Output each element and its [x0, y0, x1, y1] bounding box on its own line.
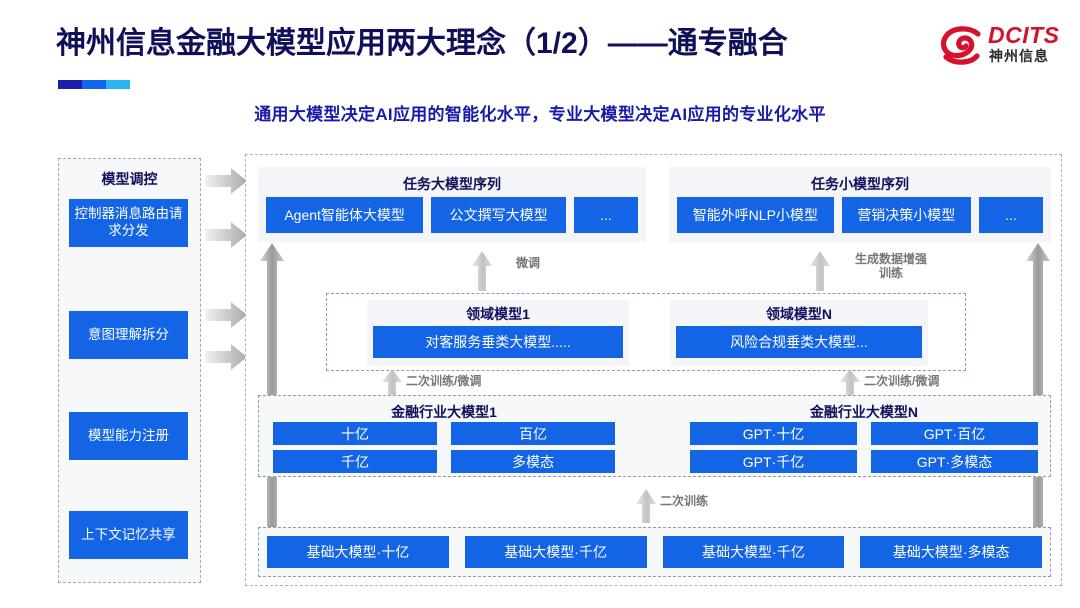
base-model-3[interactable]: 基础大模型·千亿 — [662, 536, 845, 568]
model-control-column: 模型调控 控制器消息路由请求分发 意图理解拆分 模型能力注册 上下文记忆共享 — [58, 158, 201, 583]
task-small-model-sequence-title: 任务小模型序列 — [811, 176, 909, 192]
industry-n-cell-1[interactable]: GPT·十亿 — [690, 422, 857, 445]
right-arrow-icon-3 — [205, 302, 247, 328]
accent-bar — [58, 80, 130, 89]
domain-model-n-title: 领域模型N — [765, 306, 833, 322]
task-model-outbound-nlp[interactable]: 智能外呼NLP小模型 — [677, 197, 834, 233]
accent-segment-1 — [58, 80, 82, 89]
page-subtitle: 通用大模型决定AI应用的智能化水平，专业大模型决定AI应用的专业化水平 — [254, 105, 826, 124]
dcits-logo: DCITS 神州信息 — [940, 20, 1070, 76]
industry-model-1: 金融行业大模型1 十亿 百亿 千亿 多模态 — [269, 400, 619, 474]
domain-model-1-title: 领域模型1 — [466, 306, 530, 322]
industry-1-cell-1[interactable]: 十亿 — [273, 422, 437, 445]
logo-text-en: DCITS — [988, 22, 1060, 48]
arrow-label-data-augmentation: 生成数据增强 训练 — [854, 252, 927, 280]
up-arrow-icon-retrain-left — [382, 369, 402, 395]
industry-1-cell-2[interactable]: 百亿 — [451, 422, 615, 445]
accent-segment-3 — [106, 80, 130, 89]
industry-1-cell-4[interactable]: 多模态 — [451, 450, 615, 473]
domain-model-n: 领域模型N 风险合规垂类大模型... — [670, 300, 928, 366]
page-header: 神州信息金融大模型应用两大理念（1/2）——通专融合 通用大模型决定AI应用的智… — [0, 0, 1080, 140]
up-arrow-icon-outer-right — [1026, 243, 1050, 531]
task-model-marketing-decision[interactable]: 营销决策小模型 — [841, 197, 972, 233]
accent-segment-2 — [82, 80, 106, 89]
task-model-document-writing[interactable]: 公文撰写大模型 — [431, 197, 566, 233]
control-item-capability-registry[interactable]: 模型能力注册 — [69, 412, 188, 460]
logo-swirl-icon — [940, 26, 981, 65]
architecture-diagram: 模型调控 控制器消息路由请求分发 意图理解拆分 模型能力注册 上下文记忆共享 任… — [0, 140, 1080, 608]
industry-model-1-title: 金融行业大模型1 — [391, 404, 497, 420]
page-title: 神州信息金融大模型应用两大理念（1/2）——通专融合 — [56, 27, 788, 60]
industry-model-group: 金融行业大模型1 十亿 百亿 千亿 多模态 金融行业大模型N GPT·十亿 GP… — [258, 395, 1051, 477]
up-arrow-icon-retrain-right — [840, 369, 860, 395]
task-model-agent[interactable]: Agent智能体大模型 — [266, 197, 424, 233]
control-item-controller-routing[interactable]: 控制器消息路由请求分发 — [69, 199, 188, 247]
base-model-1[interactable]: 基础大模型·十亿 — [267, 536, 449, 568]
control-item-context-memory[interactable]: 上下文记忆共享 — [69, 511, 188, 559]
domain-model-1-item[interactable]: 对客服务垂类大模型..... — [373, 326, 623, 358]
arrow-label-retrain-base: 二次训练 — [660, 494, 709, 508]
control-item-intent-parsing[interactable]: 意图理解拆分 — [69, 311, 188, 359]
arrow-label-retrain-right: 二次训练/微调 — [864, 374, 940, 388]
base-model-2[interactable]: 基础大模型·千亿 — [464, 536, 647, 568]
arrow-label-fine-tune: 微调 — [515, 256, 540, 270]
base-model-4[interactable]: 基础大模型·多模态 — [860, 536, 1042, 568]
industry-n-cell-3[interactable]: GPT·千亿 — [690, 450, 857, 473]
base-model-group: 基础大模型·十亿 基础大模型·千亿 基础大模型·千亿 基础大模型·多模态 — [258, 527, 1051, 577]
domain-model-n-item[interactable]: 风险合规垂类大模型... — [676, 326, 922, 358]
model-control-title: 模型调控 — [101, 171, 158, 187]
task-large-model-sequence: 任务大模型序列 Agent智能体大模型 公文撰写大模型 ... — [258, 167, 646, 242]
up-arrow-icon-data-aug — [810, 251, 830, 291]
up-arrow-icon-fine-tune — [472, 251, 492, 291]
arrow-label-retrain-left: 二次训练/微调 — [406, 374, 482, 388]
domain-model-1: 领域模型1 对客服务垂类大模型..... — [367, 300, 629, 366]
industry-1-cell-3[interactable]: 千亿 — [273, 450, 437, 473]
task-model-more[interactable]: ... — [574, 197, 638, 233]
up-arrow-icon-retrain-base — [636, 489, 656, 523]
logo-text-cn: 神州信息 — [989, 48, 1049, 64]
task-large-model-sequence-title: 任务大模型序列 — [403, 176, 501, 192]
industry-model-n: 金融行业大模型N GPT·十亿 GPT·百亿 GPT·千亿 GPT·多模态 — [686, 400, 1042, 474]
right-arrow-icon-4 — [205, 344, 247, 370]
right-arrow-icon-2 — [205, 222, 247, 248]
industry-model-n-title: 金融行业大模型N — [809, 404, 919, 420]
up-arrow-icon-outer-left — [260, 243, 284, 531]
right-arrow-icon-1 — [205, 168, 247, 194]
domain-model-group: 领域模型1 对客服务垂类大模型..... 领域模型N 风险合规垂类大模型... — [326, 293, 966, 371]
industry-n-cell-4[interactable]: GPT·多模态 — [871, 450, 1038, 473]
task-model-small-more[interactable]: ... — [979, 197, 1044, 233]
industry-n-cell-2[interactable]: GPT·百亿 — [871, 422, 1038, 445]
task-small-model-sequence: 任务小模型序列 智能外呼NLP小模型 营销决策小模型 ... — [669, 167, 1051, 242]
model-stack-panel: 任务大模型序列 Agent智能体大模型 公文撰写大模型 ... 任务小模型序列 … — [245, 154, 1062, 586]
